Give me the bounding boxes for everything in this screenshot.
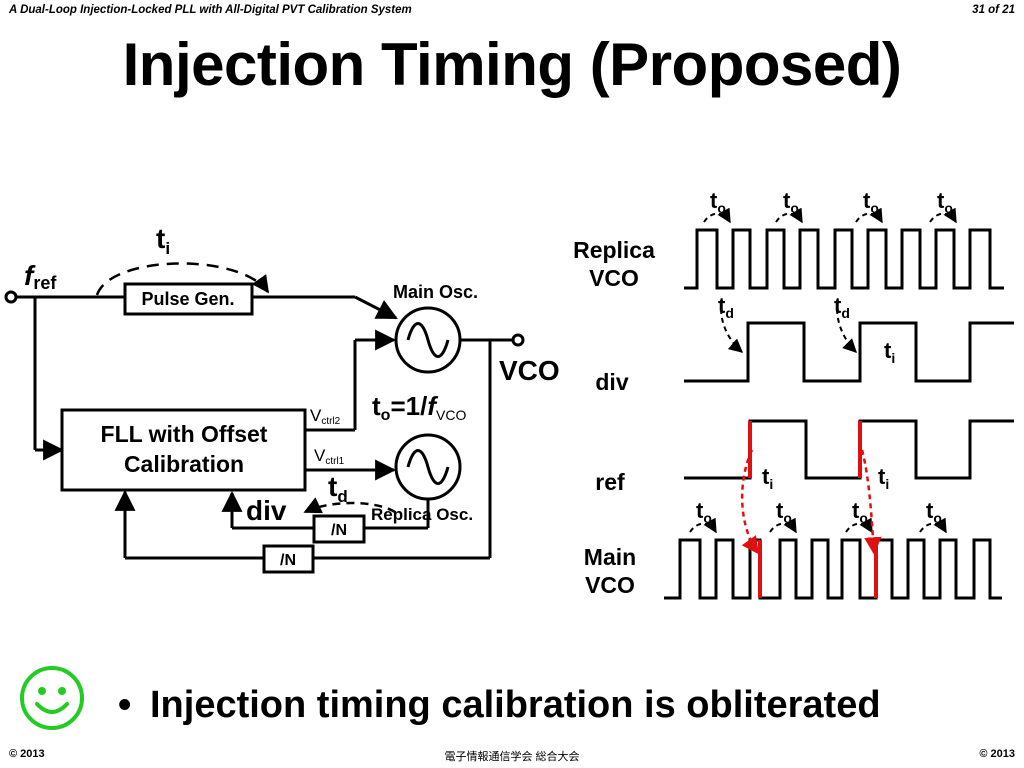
to-label-3: to	[863, 188, 879, 216]
replica-osc-label: Replica Osc.	[371, 505, 473, 524]
div-n-box-1	[312, 514, 366, 544]
vco-output-label: VCO	[499, 355, 560, 386]
row-label-ref: ref	[595, 469, 625, 495]
row-label-main-line1: Main	[584, 544, 636, 570]
to-arrow-3	[855, 207, 883, 224]
td-arrow-2	[836, 299, 857, 353]
ti-label-ref-2: ti	[878, 464, 889, 492]
row-label-replica-line2: VCO	[589, 265, 639, 291]
to-arrow-7	[845, 517, 873, 534]
circuit-diagram	[4, 262, 525, 574]
injection-arrow-1	[740, 449, 760, 555]
slide-title: Injection Timing (Proposed)	[122, 31, 902, 98]
td-label: td	[328, 471, 348, 506]
td-label-1: td	[718, 293, 734, 321]
ref-waveform	[684, 419, 1014, 480]
row-label-div: div	[595, 369, 628, 395]
smiley-icon	[20, 666, 84, 730]
to-label-8: to	[926, 498, 942, 526]
to-label-1: to	[710, 188, 726, 216]
div-waveform	[684, 321, 1014, 383]
paper-title: A Dual-Loop Injection-Locked PLL with Al…	[9, 4, 412, 16]
timing-annotations: to to to to td td ti ti ti to to to to	[696, 188, 953, 526]
ref-injection-edges	[748, 421, 862, 478]
footer-copyright-left: © 2013	[9, 748, 45, 760]
timing-arrows	[689, 207, 957, 534]
fll-label-line1: FLL with Offset	[101, 421, 268, 447]
bullet-text: Injection timing calibration is oblitera…	[150, 684, 881, 726]
to-label-4: to	[937, 188, 953, 216]
to-arrow-5	[689, 517, 717, 534]
div-label: div	[246, 495, 287, 526]
to-formula: to=1/fVCO	[372, 391, 466, 424]
timing-row-labels: Replica VCO div ref Main VCO	[573, 237, 655, 598]
pulse-gen-box	[123, 282, 254, 316]
to-arrow-4	[929, 207, 957, 224]
bullet-item: • Injection timing calibration is obliter…	[118, 684, 881, 727]
div-n-label-1: /N	[331, 522, 347, 539]
footer-copyright-right: © 2013	[979, 748, 1015, 760]
ti-label: ti	[156, 223, 170, 258]
injection-arrow-2	[860, 449, 882, 555]
vco-terminal	[511, 333, 525, 347]
to-label-7: to	[852, 498, 868, 526]
vctrl1-label: Vctrl1	[314, 446, 345, 467]
row-label-replica-line1: Replica	[573, 237, 655, 263]
to-arrow-1	[703, 207, 731, 224]
td-arc	[303, 497, 396, 514]
ti-label-ref-1: ti	[762, 464, 773, 492]
fll-box	[60, 408, 307, 492]
fll-label-line2: Calibration	[124, 451, 244, 477]
wire-to-main-osc	[354, 295, 398, 320]
to-arrow-8	[919, 517, 947, 534]
pulse-gen-label: Pulse Gen.	[141, 289, 234, 309]
to-arrow-2	[775, 207, 803, 224]
ti-arc	[95, 262, 270, 296]
to-label-6: to	[776, 498, 792, 526]
fref-label: fref	[24, 260, 57, 293]
fref-terminal	[4, 290, 18, 304]
row-label-main-line2: VCO	[585, 572, 635, 598]
footer-conference: 電子情報通信学会 総合大会	[444, 751, 580, 763]
page-counter: 31 of 21	[972, 4, 1015, 16]
red-injection-arrows	[740, 449, 882, 555]
replica-vco-waveform	[684, 228, 1004, 290]
to-label-5: to	[696, 498, 712, 526]
circuit-labels: fref ti Pulse Gen. Main Osc. VCO to=1/fV…	[24, 223, 560, 569]
to-arrow-6	[769, 517, 797, 534]
vctrl2-label: Vctrl2	[310, 406, 341, 427]
ti-label-div: ti	[884, 338, 895, 366]
div-n-label-2: /N	[280, 552, 296, 569]
td-arrow-1	[720, 299, 744, 353]
bullet-marker: •	[118, 684, 132, 726]
main-osc-label: Main Osc.	[393, 282, 478, 302]
to-label-2: to	[783, 188, 799, 216]
main-vco-waveform	[664, 538, 1002, 600]
td-label-2: td	[834, 293, 850, 321]
